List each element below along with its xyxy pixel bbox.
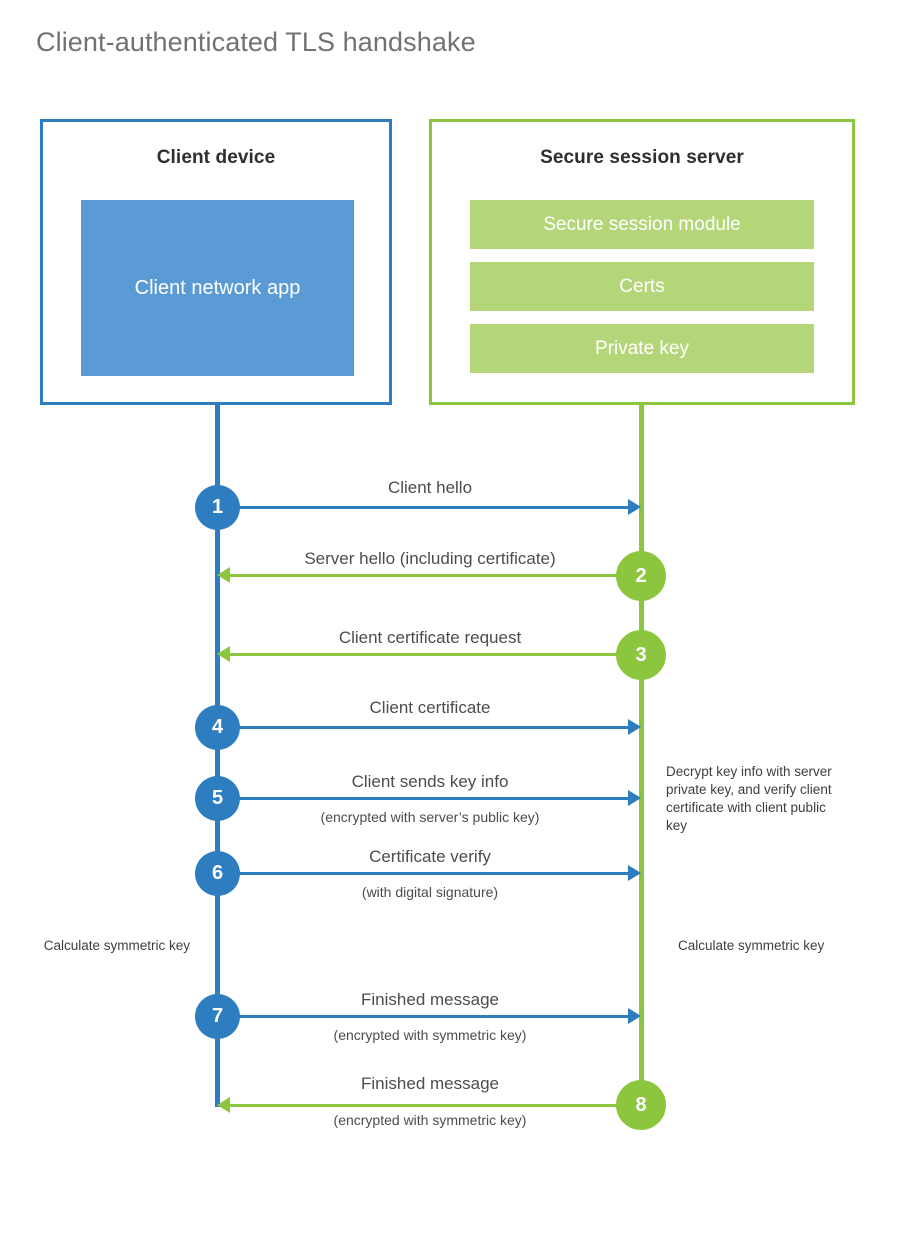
- client-network-app-box: Client network app: [81, 200, 354, 376]
- step-8-circle[interactable]: 8: [616, 1080, 666, 1130]
- step-5-arrow-head: [628, 790, 641, 806]
- step-3-circle[interactable]: 3: [616, 630, 666, 680]
- server-module-stack: Secure session module Certs Private key: [470, 200, 814, 386]
- server-decrypt-note: Decrypt key info with server private key…: [666, 764, 832, 833]
- step-1-circle[interactable]: 1: [195, 485, 240, 530]
- client-calculate-symmetric-key-note: Calculate symmetric key: [43, 938, 190, 953]
- step-1-label: Client hello: [387, 478, 473, 497]
- step-8-sublabel: (encrypted with symmetric key): [333, 1112, 527, 1128]
- server-lifeline: [639, 405, 644, 1105]
- step-6-arrow-line: [238, 872, 628, 875]
- server-calculate-symmetric-key-note: Calculate symmetric key: [678, 938, 825, 953]
- server-module-row: Private key: [470, 324, 814, 373]
- step-1-arrow-head: [628, 499, 641, 515]
- step-2-arrow-line: [230, 574, 618, 577]
- step-7-circle[interactable]: 7: [195, 994, 240, 1039]
- step-8-label: Finished message: [361, 1074, 499, 1093]
- step-6-label: Certificate verify: [369, 847, 491, 866]
- step-5-circle[interactable]: 5: [195, 776, 240, 821]
- secure-session-server-title: Secure session server: [540, 147, 744, 168]
- step-5-label: Client sends key info: [351, 772, 509, 791]
- step-2-label: Server hello (including certificate): [304, 549, 556, 568]
- step-4-circle[interactable]: 4: [195, 705, 240, 750]
- step-4-arrow-head: [628, 719, 641, 735]
- step-4-arrow-line: [238, 726, 628, 729]
- step-7-arrow-line: [238, 1015, 628, 1018]
- step-2-circle[interactable]: 2: [616, 551, 666, 601]
- step-8-arrow-line: [230, 1104, 618, 1107]
- step-1-arrow-line: [238, 506, 628, 509]
- step-3-label: Client certificate request: [338, 628, 522, 647]
- client-device-box: Client device Client network app: [40, 119, 392, 405]
- step-3-arrow-head: [217, 646, 230, 662]
- step-7-sublabel: (encrypted with symmetric key): [333, 1027, 527, 1043]
- step-3-arrow-line: [230, 653, 618, 656]
- server-module-row: Certs: [470, 262, 814, 311]
- step-6-sublabel: (with digital signature): [361, 884, 499, 900]
- client-device-title: Client device: [156, 147, 276, 168]
- step-5-sublabel: (encrypted with server’s public key): [320, 809, 540, 825]
- client-lifeline: [215, 405, 220, 1107]
- step-6-circle[interactable]: 6: [195, 851, 240, 896]
- page-title: Client-authenticated TLS handshake: [36, 27, 476, 57]
- step-7-label: Finished message: [361, 990, 499, 1009]
- secure-session-server-box: Secure session server Secure session mod…: [429, 119, 855, 405]
- step-5-arrow-line: [238, 797, 628, 800]
- step-7-arrow-head: [628, 1008, 641, 1024]
- step-8-arrow-head: [217, 1097, 230, 1113]
- step-6-arrow-head: [628, 865, 641, 881]
- step-4-label: Client certificate: [369, 698, 491, 717]
- server-module-row: Secure session module: [470, 200, 814, 249]
- step-2-arrow-head: [217, 567, 230, 583]
